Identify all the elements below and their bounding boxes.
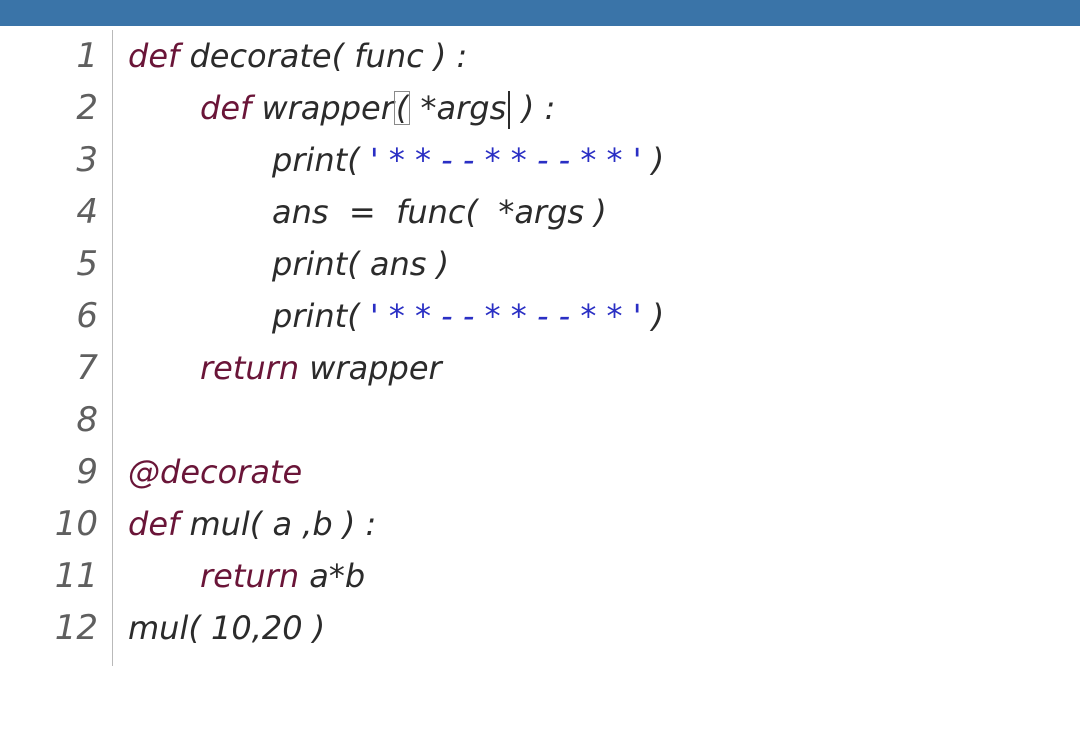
code-token: *args [410, 89, 507, 127]
line-code: ans = func( *args ) [272, 186, 607, 238]
code-line[interactable]: 8 [0, 394, 1080, 446]
code-line[interactable]: 2 def wrapper( *args ) : [0, 82, 1080, 134]
code-token: mul( a ,b ) : [179, 505, 377, 543]
line-number: 4 [76, 192, 98, 232]
keyword-token: def [200, 89, 252, 127]
code-line[interactable]: 1 def decorate( func ) : [0, 30, 1080, 82]
code-token: print( ans ) [272, 245, 450, 283]
line-number: 10 [54, 504, 98, 544]
line-number: 12 [54, 608, 98, 648]
line-code: def wrapper( *args ) : [200, 82, 555, 134]
line-code: mul( 10,20 ) [128, 602, 325, 654]
line-number: 5 [76, 244, 98, 284]
code-token: mul( 10,20 ) [128, 609, 326, 647]
code-token: ) [641, 141, 665, 179]
text-cursor [508, 91, 510, 129]
keyword-token: return [200, 557, 300, 595]
line-number: 6 [76, 296, 98, 336]
keyword-token: return [200, 349, 300, 387]
line-code: print( ' * * - - * * - - * * ' ) [272, 290, 664, 342]
code-token: ) : [511, 89, 556, 127]
code-token: print( [272, 297, 370, 335]
code-line[interactable]: 11 return a*b [0, 550, 1080, 602]
line-number: 1 [76, 36, 98, 76]
code-token: decorate( func ) : [179, 37, 468, 75]
code-token: wrapper [251, 89, 394, 127]
line-code: return wrapper [200, 342, 442, 394]
line-code: @decorate [128, 446, 302, 498]
line-number: 2 [76, 88, 98, 128]
matched-bracket: ( [393, 89, 411, 127]
line-number: 7 [76, 348, 98, 388]
code-line[interactable]: 6 print( ' * * - - * * - - * * ' ) [0, 290, 1080, 342]
decorator-token: @decorate [128, 453, 303, 491]
code-line[interactable]: 5 print( ans ) [0, 238, 1080, 290]
line-number: 8 [76, 400, 98, 440]
code-token: a*b [299, 557, 366, 595]
string-token: ' * * - - * * - - * * ' [369, 297, 642, 335]
keyword-token: def [128, 37, 180, 75]
line-code: return a*b [200, 550, 365, 602]
line-code: print( ans ) [272, 238, 449, 290]
code-line[interactable]: 12 mul( 10,20 ) [0, 602, 1080, 654]
line-number: 11 [54, 556, 98, 596]
code-line[interactable]: 4 ans = func( *args ) [0, 186, 1080, 238]
code-line[interactable]: 9 @decorate [0, 446, 1080, 498]
line-code: def mul( a ,b ) : [128, 498, 376, 550]
code-token: print( [272, 141, 370, 179]
code-line[interactable]: 7 return wrapper [0, 342, 1080, 394]
string-token: ' * * - - * * - - * * ' [369, 141, 642, 179]
code-token: ans = func( *args ) [272, 193, 607, 231]
line-number: 9 [76, 452, 98, 492]
code-line[interactable]: 10 def mul( a ,b ) : [0, 498, 1080, 550]
line-code: print( ' * * - - * * - - * * ' ) [272, 134, 664, 186]
line-number: 3 [76, 140, 98, 180]
code-line[interactable]: 3 print( ' * * - - * * - - * * ' ) [0, 134, 1080, 186]
gutter-divider [112, 30, 113, 666]
keyword-token: def [128, 505, 180, 543]
line-code: def decorate( func ) : [128, 30, 467, 82]
title-bar [0, 0, 1080, 26]
code-token: ) [641, 297, 665, 335]
code-token: wrapper [299, 349, 442, 387]
